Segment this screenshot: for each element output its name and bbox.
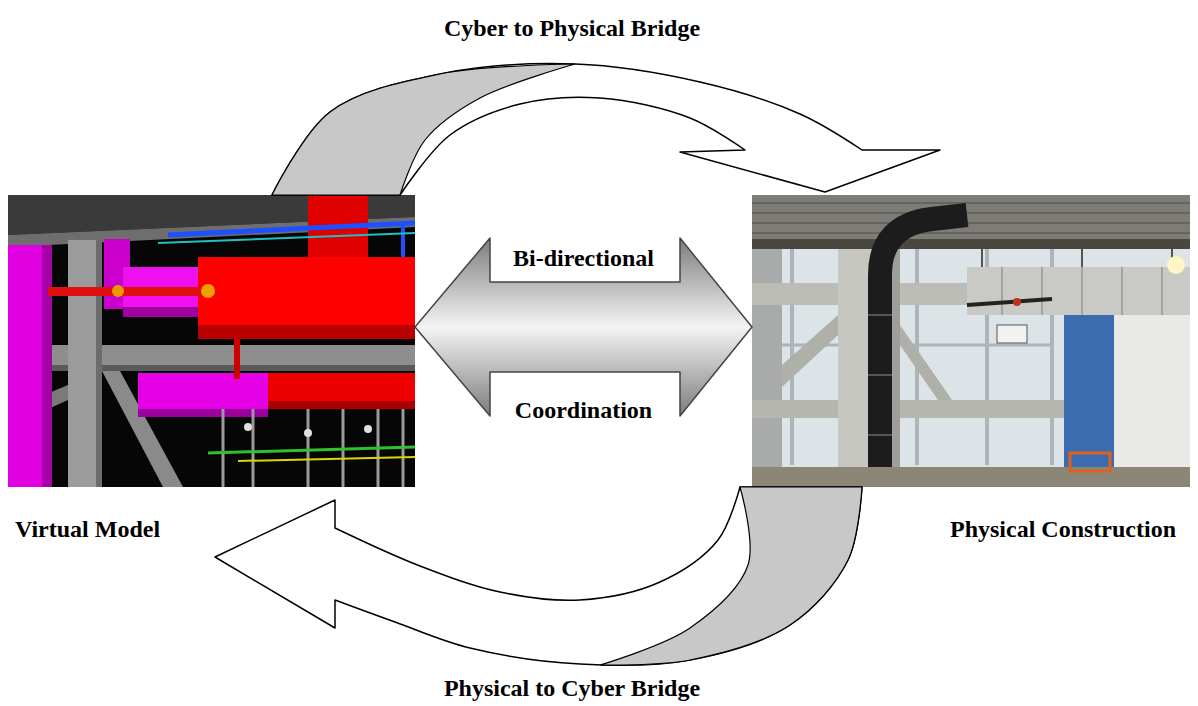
- construction-photo-part: [1013, 298, 1021, 306]
- bim-model-render-part: [48, 287, 208, 296]
- bridge-label-box: Physical to Cyber Bridge: [428, 673, 716, 703]
- construction-photo-part: [982, 249, 1172, 267]
- construction-photo-part: [752, 467, 1190, 487]
- construction-photo-part: [782, 315, 838, 387]
- image-panel: Physical Construction: [752, 195, 1190, 487]
- image-panel: Virtual Model: [8, 195, 415, 487]
- bim-model-render-part: [8, 195, 415, 487]
- bim-model-render-part: [198, 257, 415, 339]
- bim-model-render-part: [138, 409, 268, 417]
- bim-model-render-part: [198, 325, 415, 339]
- bridge-label: Bi-directional Coordination: [497, 237, 670, 431]
- block-arrow: [272, 64, 940, 195]
- bim-model-render-part: [244, 423, 252, 431]
- bim-model-render-part: [68, 240, 102, 487]
- construction-photo-part: [967, 267, 1190, 315]
- bridge-label: Cyber to Physical Bridge: [428, 7, 716, 49]
- panel-caption: Virtual Model: [15, 515, 160, 543]
- bim-model-render-part: [201, 284, 215, 298]
- bim-model-render-part: [304, 429, 312, 437]
- panel-caption: Physical Construction: [950, 515, 1176, 543]
- bim-model-render-part: [268, 401, 415, 409]
- construction-photo-part: [1002, 267, 1162, 315]
- bim-model-render-part: [96, 240, 102, 487]
- block-arrow: [215, 487, 862, 665]
- construction-photo-part: [752, 239, 1190, 249]
- construction-photo-part: [752, 195, 1190, 243]
- bim-model-render-part: [112, 285, 124, 297]
- construction-photo-part: [752, 203, 1190, 233]
- bim-model-render-part: [158, 233, 415, 243]
- bim-model-render-part: [168, 223, 415, 235]
- bridge-label-box: Cyber to Physical Bridge: [428, 13, 716, 43]
- arrow-shading: [600, 487, 862, 665]
- bim-model-render-part: [401, 225, 405, 257]
- construction-photo-part: [752, 400, 1072, 418]
- construction-photo-part: [1167, 256, 1185, 274]
- arrow-shading: [272, 64, 575, 195]
- construction-photo-part: [1114, 315, 1190, 487]
- construction-photo-part: [868, 315, 892, 435]
- bim-model-render-part: [208, 447, 415, 453]
- bridge-label-box: Bi-directional Coordination: [479, 182, 689, 486]
- construction-photo: [752, 195, 1190, 487]
- construction-photo-part: [1064, 315, 1114, 487]
- bim-model-render-part: [268, 373, 415, 409]
- bim-model-render-part: [42, 245, 52, 487]
- bim-model-render-part: [138, 373, 268, 417]
- construction-photo-part: [900, 325, 952, 400]
- bim-model-render-part: [234, 339, 240, 379]
- construction-photo-part: [997, 325, 1027, 343]
- construction-photo-part: [1070, 453, 1110, 471]
- construction-photo-part: [752, 195, 1190, 487]
- bridge-arrow-group: [215, 487, 862, 665]
- construction-photo-part: [880, 215, 967, 487]
- bridge-arrow-group: [272, 64, 940, 195]
- bridge-label: Physical to Cyber Bridge: [428, 667, 716, 706]
- bim-model-render-part: [364, 425, 372, 433]
- bim-model-render-part: [123, 307, 201, 317]
- bim-model-render-part: [8, 245, 52, 487]
- bim-model-render-part: [238, 457, 415, 461]
- bim-model-render: [8, 195, 415, 487]
- construction-photo-part: [967, 299, 1052, 305]
